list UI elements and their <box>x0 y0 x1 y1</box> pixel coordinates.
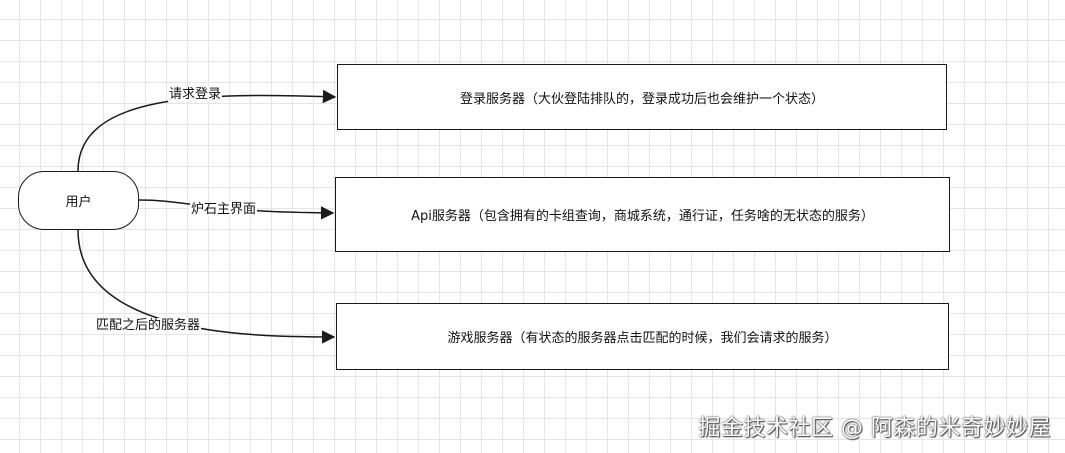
user-node-label: 用户 <box>65 195 92 210</box>
user-node[interactable]: 用户 <box>18 171 139 230</box>
watermark: 掘金技术社区 @ 阿森的米奇妙妙屋 <box>698 416 1051 441</box>
game-server-label: 游戏服务器（有状态的服务器点击匹配的时候，我们会请求的服务） <box>447 331 838 346</box>
edge-login-label: 请求登录 <box>168 87 223 102</box>
login-server-node[interactable]: 登录服务器（大伙登陆排队的，登录成功后也会维护一个状态） <box>337 64 947 130</box>
edge-login-connector <box>77 89 337 172</box>
game-server-node[interactable]: 游戏服务器（有状态的服务器点击匹配的时候，我们会请求的服务） <box>336 303 949 370</box>
login-server-label: 登录服务器（大伙登陆排队的，登录成功后也会维护一个状态） <box>459 91 824 107</box>
api-server-node[interactable]: Api服务器（包含拥有的卡组查询，商城系统，通行证，任务啥的无状态的服务） <box>335 177 950 252</box>
edge-lobby-label: 炉石主界面 <box>190 202 258 217</box>
api-server-label: Api服务器（包含拥有的卡组查询，商城系统，通行证，任务啥的无状态的服务） <box>411 209 874 224</box>
edge-match-label: 匹配之后的服务器 <box>95 318 202 333</box>
